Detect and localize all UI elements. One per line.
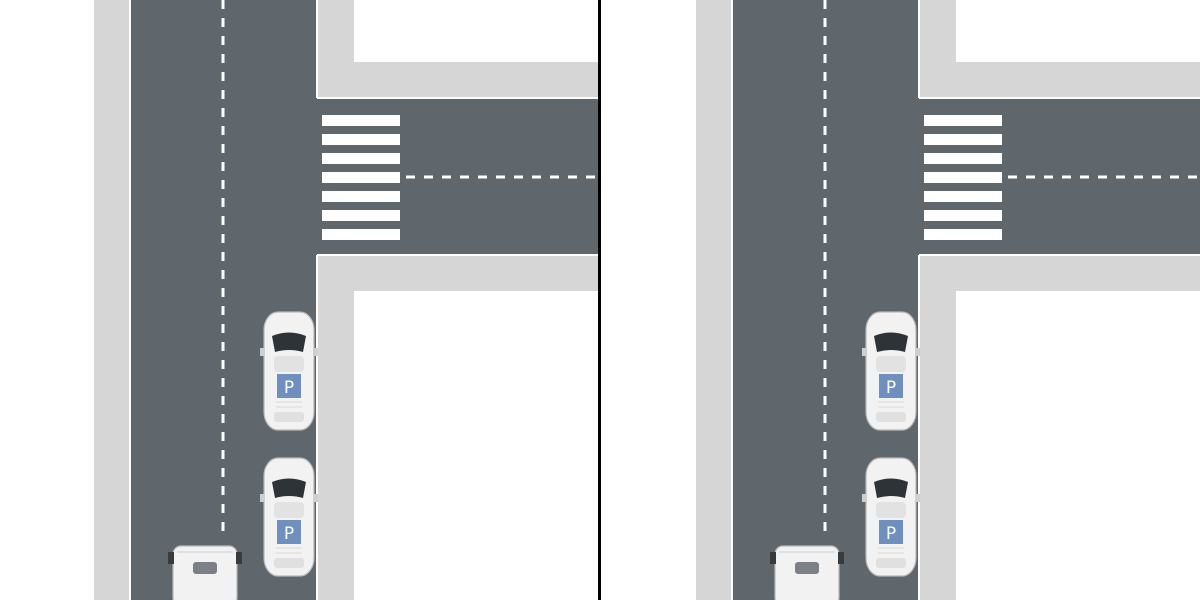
left-intersection-panel: P P — [94, 0, 600, 600]
left-sidewalk — [696, 0, 732, 600]
lower-sidewalk — [920, 255, 1200, 291]
parked-car-icon: P — [862, 457, 920, 577]
right-intersection-panel: P P — [602, 0, 1200, 600]
parking-sign-icon: P — [879, 374, 903, 398]
parking-sign-label: P — [284, 378, 294, 398]
parking-sign-icon: P — [277, 374, 301, 398]
parking-sign-label: P — [886, 524, 896, 544]
van-icon — [770, 545, 844, 600]
parking-sign-icon: P — [879, 520, 903, 544]
lower-sidewalk — [318, 255, 600, 291]
parking-sign-icon: P — [277, 520, 301, 544]
left-sidewalk — [94, 0, 130, 600]
parked-car-icon: P — [260, 457, 318, 577]
parked-car-icon: P — [862, 311, 920, 431]
parking-sign-label: P — [284, 524, 294, 544]
parked-car-icon: P — [260, 311, 318, 431]
van-icon — [168, 545, 242, 600]
panel-divider — [598, 0, 601, 600]
crosswalk-icon — [924, 115, 1002, 240]
parking-sign-label: P — [886, 378, 896, 398]
crosswalk-icon — [322, 115, 400, 240]
